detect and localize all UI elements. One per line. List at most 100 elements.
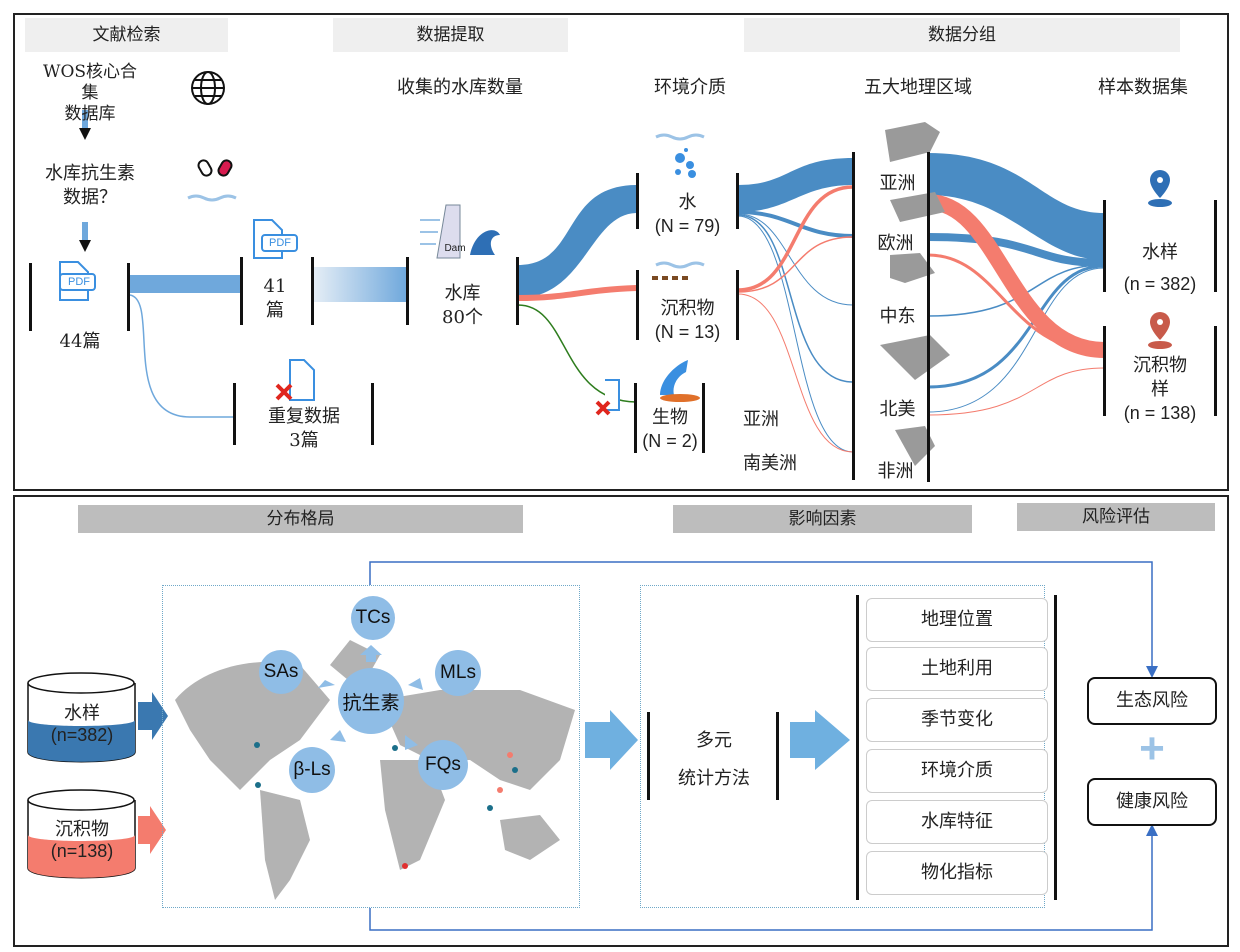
flow-water-asia — [738, 158, 853, 212]
dam-icon — [420, 204, 500, 259]
header-distribution: 分布格局 — [78, 505, 523, 533]
bottom-panel — [13, 495, 1229, 947]
antibiotic-beta-lactams: β-Ls — [289, 747, 335, 793]
regions-title: 五大地理区域 — [864, 77, 972, 98]
duplicate-file-icon — [275, 359, 315, 401]
arrow-to-method — [585, 710, 638, 770]
wos-database-label: WOS核心合集 数据库 — [42, 62, 138, 124]
region-asia: 亚洲 — [879, 173, 916, 194]
node-bar — [634, 383, 637, 453]
dam-label: Dam — [444, 243, 466, 254]
node-bar — [127, 263, 130, 331]
factor-medium: 环境介质 — [866, 749, 1048, 793]
flow-duplicate — [129, 294, 233, 418]
pdf-label: PDF — [68, 276, 90, 288]
biota-removed-icon — [595, 379, 620, 416]
world-map — [175, 640, 575, 900]
region-africa: 非洲 — [877, 461, 914, 482]
water-medium-label: 水 (N = 79) — [654, 192, 721, 236]
antibiotic-fqs: FQs — [418, 740, 468, 790]
media-title: 环境介质 — [654, 77, 726, 98]
water-cylinder-label: 水样 (n=382) — [50, 703, 114, 745]
map-box — [162, 585, 580, 908]
node-bar — [636, 173, 639, 229]
node-bar — [1214, 200, 1217, 292]
continent-icons — [880, 122, 950, 466]
factor-land-use: 土地利用 — [866, 647, 1048, 691]
dolphin-icon — [660, 360, 700, 402]
down-arrow-1 — [79, 110, 91, 140]
sediment-pin-icon — [1148, 312, 1172, 349]
node-bar — [1214, 326, 1217, 416]
top-panel — [13, 13, 1229, 491]
reservoir-label: 水库 80个 — [442, 283, 483, 328]
header-factors: 影响因素 — [673, 505, 972, 533]
pdf-label-2: PDF — [269, 237, 291, 249]
samples-title: 样本数据集 — [1098, 77, 1188, 98]
arrow-water — [138, 692, 168, 740]
factor-physicochemical: 物化指标 — [866, 851, 1048, 895]
region-middle-east: 中东 — [879, 306, 916, 327]
sediment-cylinder — [27, 789, 136, 879]
flow-reservoir-sediment — [517, 285, 638, 301]
node-bar — [736, 270, 739, 340]
reservoir-count-title: 收集的水库数量 — [397, 77, 523, 98]
node-bar — [1054, 595, 1057, 900]
header-literature-search: 文献检索 — [25, 18, 228, 52]
biota-medium-label: 生物 (N = 2) — [642, 407, 698, 451]
flow-reservoir-water — [518, 185, 637, 298]
biota-south-america-label: 南美洲 — [743, 453, 797, 474]
header-data-extraction: 数据提取 — [333, 18, 568, 52]
connector-health — [369, 824, 1158, 931]
node-bar — [636, 270, 639, 340]
node-bar — [702, 383, 705, 453]
papers-41-label: 41 篇 — [263, 276, 287, 321]
pill-icon — [187, 159, 237, 202]
pdf-icon-41 — [253, 219, 298, 259]
globe-icon — [191, 71, 225, 105]
flow-44-41 — [130, 275, 240, 293]
sediment-icon — [652, 261, 705, 280]
factor-reservoir: 水库特征 — [866, 800, 1048, 844]
node-bar — [736, 173, 739, 229]
pdf-icon-44 — [59, 261, 96, 301]
node-bar — [311, 257, 314, 325]
ecological-risk-box: 生态风险 — [1087, 677, 1217, 725]
arrow-sediment — [138, 806, 166, 854]
antibiotic-tcs: TCs — [351, 596, 395, 640]
water-samples-label: 水样 (n = 382) — [1123, 242, 1197, 294]
connector-eco — [369, 561, 1158, 678]
factor-season: 季节变化 — [866, 698, 1048, 742]
sediment-medium-label: 沉积物 (N = 13) — [654, 298, 721, 342]
water-bubbles-icon — [655, 133, 705, 178]
sediment-samples-label: 沉积物 样 (n = 138) — [1123, 355, 1197, 423]
factor-location: 地理位置 — [866, 598, 1048, 642]
sediment-cylinder-label: 沉积物 (n=138) — [50, 819, 114, 861]
node-bar — [927, 152, 930, 482]
node-bar — [233, 383, 236, 445]
node-bar — [371, 383, 374, 445]
node-bar — [516, 257, 519, 325]
region-north-america: 北美 — [879, 399, 916, 420]
region-europe: 欧洲 — [877, 233, 914, 254]
flow-asia-sediment — [927, 194, 1105, 358]
node-bar — [1103, 326, 1106, 416]
down-arrow-2 — [79, 222, 91, 252]
header-data-grouping: 数据分组 — [744, 18, 1180, 52]
water-cylinder — [27, 672, 136, 763]
node-bar — [776, 712, 779, 800]
health-risk-box: 健康风险 — [1087, 778, 1217, 826]
water-pin-icon — [1148, 170, 1172, 207]
duplicate-data-label: 重复数据 3篇 — [268, 406, 340, 451]
antibiotic-mls: MLs — [435, 650, 481, 696]
node-bar — [29, 263, 32, 331]
plus-icon: + — [1139, 724, 1165, 773]
header-risk-assessment: 风险评估 — [1017, 503, 1215, 531]
flow-41-reservoir — [313, 267, 407, 302]
factors-box — [640, 585, 1045, 908]
question-label: 水库抗生素 数据？ — [45, 163, 135, 208]
node-bar — [852, 152, 855, 480]
node-bar — [856, 595, 859, 900]
node-bar — [1103, 200, 1106, 292]
